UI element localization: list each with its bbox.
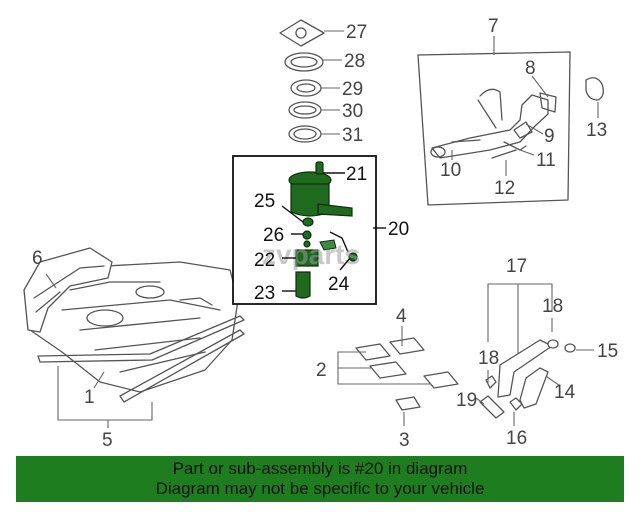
callout-2: 2 (316, 360, 327, 381)
sending-unit-gaskets-drawing (279, 19, 325, 143)
callout-5: 5 (102, 430, 113, 451)
notice-line-1: Part or sub-assembly is #20 in diagram (172, 459, 468, 478)
callout-6: 6 (32, 248, 43, 269)
callout-7: 7 (488, 16, 499, 37)
callout-3: 3 (399, 430, 410, 451)
filler-hoses-drawing (479, 339, 576, 419)
callout-14: 14 (554, 382, 576, 403)
notice-line-2: Diagram may not be specific to your vehi… (155, 479, 485, 498)
callout-8: 8 (525, 58, 536, 79)
callout-16: 16 (506, 428, 527, 449)
callout-30: 30 (342, 101, 363, 122)
callout-22: 22 (254, 250, 275, 271)
callout-13: 13 (586, 120, 607, 141)
fuel-system-parts-diagram: zvparts (23, 16, 618, 451)
callout-29: 29 (342, 79, 363, 100)
callout-12: 12 (494, 178, 515, 199)
tank-pads-drawing (355, 337, 459, 411)
callout-9: 9 (544, 126, 555, 147)
fuel-pump-assembly-box (232, 155, 377, 305)
leader-lines (45, 30, 599, 428)
callout-11: 11 (536, 150, 556, 171)
callout-24: 24 (328, 274, 350, 295)
callout-25: 25 (254, 191, 275, 212)
callout-1: 1 (84, 387, 95, 408)
callout-4: 4 (396, 306, 407, 327)
callout-21: 21 (346, 164, 367, 185)
callout-labels: 1 2 3 4 5 6 7 8 9 10 11 12 13 14 15 16 1… (32, 16, 618, 451)
fuel-tank-drawing (23, 247, 245, 403)
callout-19: 19 (456, 390, 477, 411)
callout-10: 10 (440, 160, 461, 181)
callout-31: 31 (342, 125, 363, 146)
callout-18-upper: 18 (542, 296, 563, 317)
callout-18-lower: 18 (478, 348, 499, 369)
callout-15: 15 (597, 341, 618, 362)
callout-26: 26 (263, 225, 284, 246)
callout-20: 20 (388, 219, 409, 240)
callout-23: 23 (254, 283, 275, 304)
callout-28: 28 (344, 51, 365, 72)
notice-banner: Part or sub-assembly is #20 in diagram D… (16, 456, 624, 502)
callout-17: 17 (506, 256, 527, 277)
callout-27: 27 (346, 22, 367, 43)
